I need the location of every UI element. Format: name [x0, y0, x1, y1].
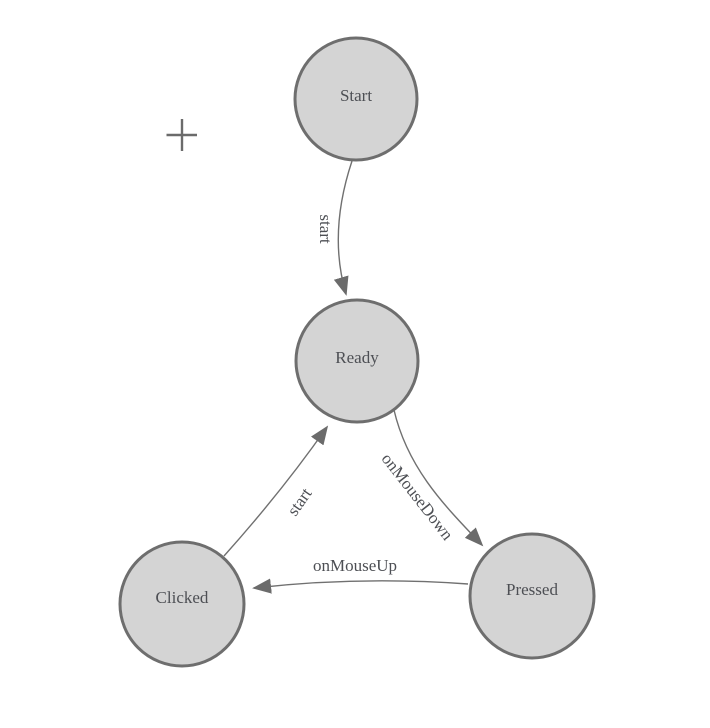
state-node-circle[interactable] — [294, 298, 420, 424]
transition-start-to-ready[interactable]: start — [316, 160, 353, 296]
state-node-circle[interactable] — [118, 540, 246, 668]
transition-clicked-to-ready[interactable]: start — [223, 425, 329, 557]
transition-label: onMouseDown — [378, 449, 458, 544]
state-node-circle[interactable] — [293, 36, 419, 162]
transition-path[interactable] — [333, 160, 353, 296]
state-node-label: Pressed — [506, 580, 558, 599]
state-node-clicked[interactable]: Clicked — [118, 540, 246, 668]
transition-path[interactable] — [393, 409, 484, 547]
transition-ready-to-pressed[interactable]: onMouseDown — [378, 409, 484, 547]
transition-label: start — [316, 214, 335, 244]
state-node-circle[interactable] — [468, 532, 596, 660]
state-node-pressed[interactable]: Pressed — [468, 532, 596, 660]
state-node-ready[interactable]: Ready — [294, 298, 420, 424]
state-node-start[interactable]: Start — [293, 36, 419, 162]
state-node-label: Start — [340, 86, 372, 105]
transition-path[interactable] — [252, 578, 469, 594]
state-node-label: Ready — [335, 348, 379, 367]
transition-label: onMouseUp — [313, 556, 397, 575]
plus-crosshair-icon — [166, 119, 197, 151]
transition-path[interactable] — [223, 425, 329, 557]
transition-label: start — [283, 484, 316, 519]
transition-pressed-to-clicked[interactable]: onMouseUp — [252, 556, 469, 594]
state-node-label: Clicked — [156, 588, 209, 607]
